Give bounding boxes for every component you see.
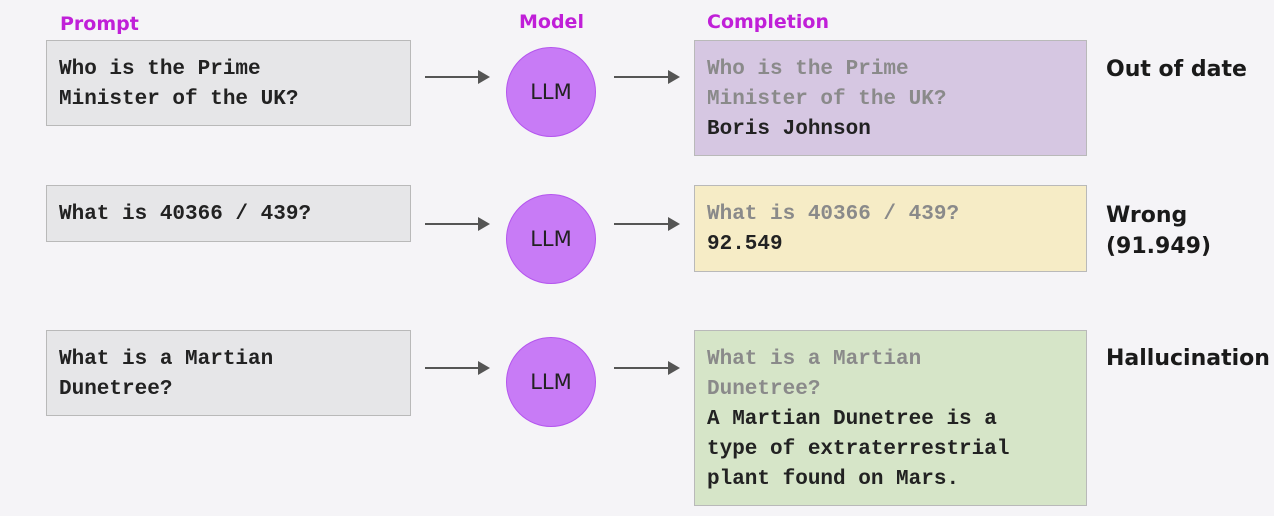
completion-answer-2: 92.549: [707, 233, 783, 256]
llm-node-2: LLM: [506, 194, 596, 284]
verdict-label-3: Hallucination: [1106, 346, 1270, 371]
completion-echo-1: Who is the Prime Minister of the UK?: [707, 58, 947, 111]
prompt-box-1: Who is the Prime Minister of the UK?: [46, 40, 411, 126]
arrow-model-to-completion-3: [614, 361, 680, 375]
arrow-prompt-to-model-2: [425, 217, 490, 231]
completion-echo-2: What is 40366 / 439?: [707, 203, 960, 226]
prompt-box-2: What is 40366 / 439?: [46, 185, 411, 242]
prompt-text-2: What is 40366 / 439?: [59, 203, 312, 226]
llm-node-3: LLM: [506, 337, 596, 427]
arrow-prompt-to-model-3: [425, 361, 490, 375]
llm-label-2: LLM: [530, 227, 572, 251]
completion-echo-3: What is a Martian Dunetree?: [707, 348, 922, 401]
completion-answer-1: Boris Johnson: [707, 118, 871, 141]
completion-column-header: Completion: [707, 11, 829, 33]
model-column-header: Model: [519, 11, 584, 33]
arrow-model-to-completion-2: [614, 217, 680, 231]
llm-label-1: LLM: [530, 80, 572, 104]
verdict-label-2: Wrong (91.949): [1106, 203, 1212, 259]
prompt-text-3: What is a Martian Dunetree?: [59, 348, 274, 401]
verdict-label-1: Out of date: [1106, 57, 1247, 82]
llm-node-1: LLM: [506, 47, 596, 137]
prompt-text-1: Who is the Prime Minister of the UK?: [59, 58, 299, 111]
arrow-model-to-completion-1: [614, 70, 680, 84]
completion-box-2: What is 40366 / 439? 92.549: [694, 185, 1087, 272]
completion-box-3: What is a Martian Dunetree? A Martian Du…: [694, 330, 1087, 506]
arrow-prompt-to-model-1: [425, 70, 490, 84]
prompt-column-header: Prompt: [60, 13, 139, 35]
llm-label-3: LLM: [530, 370, 572, 394]
completion-box-1: Who is the Prime Minister of the UK? Bor…: [694, 40, 1087, 156]
completion-answer-3: A Martian Dunetree is a type of extrater…: [707, 408, 1010, 491]
prompt-box-3: What is a Martian Dunetree?: [46, 330, 411, 416]
